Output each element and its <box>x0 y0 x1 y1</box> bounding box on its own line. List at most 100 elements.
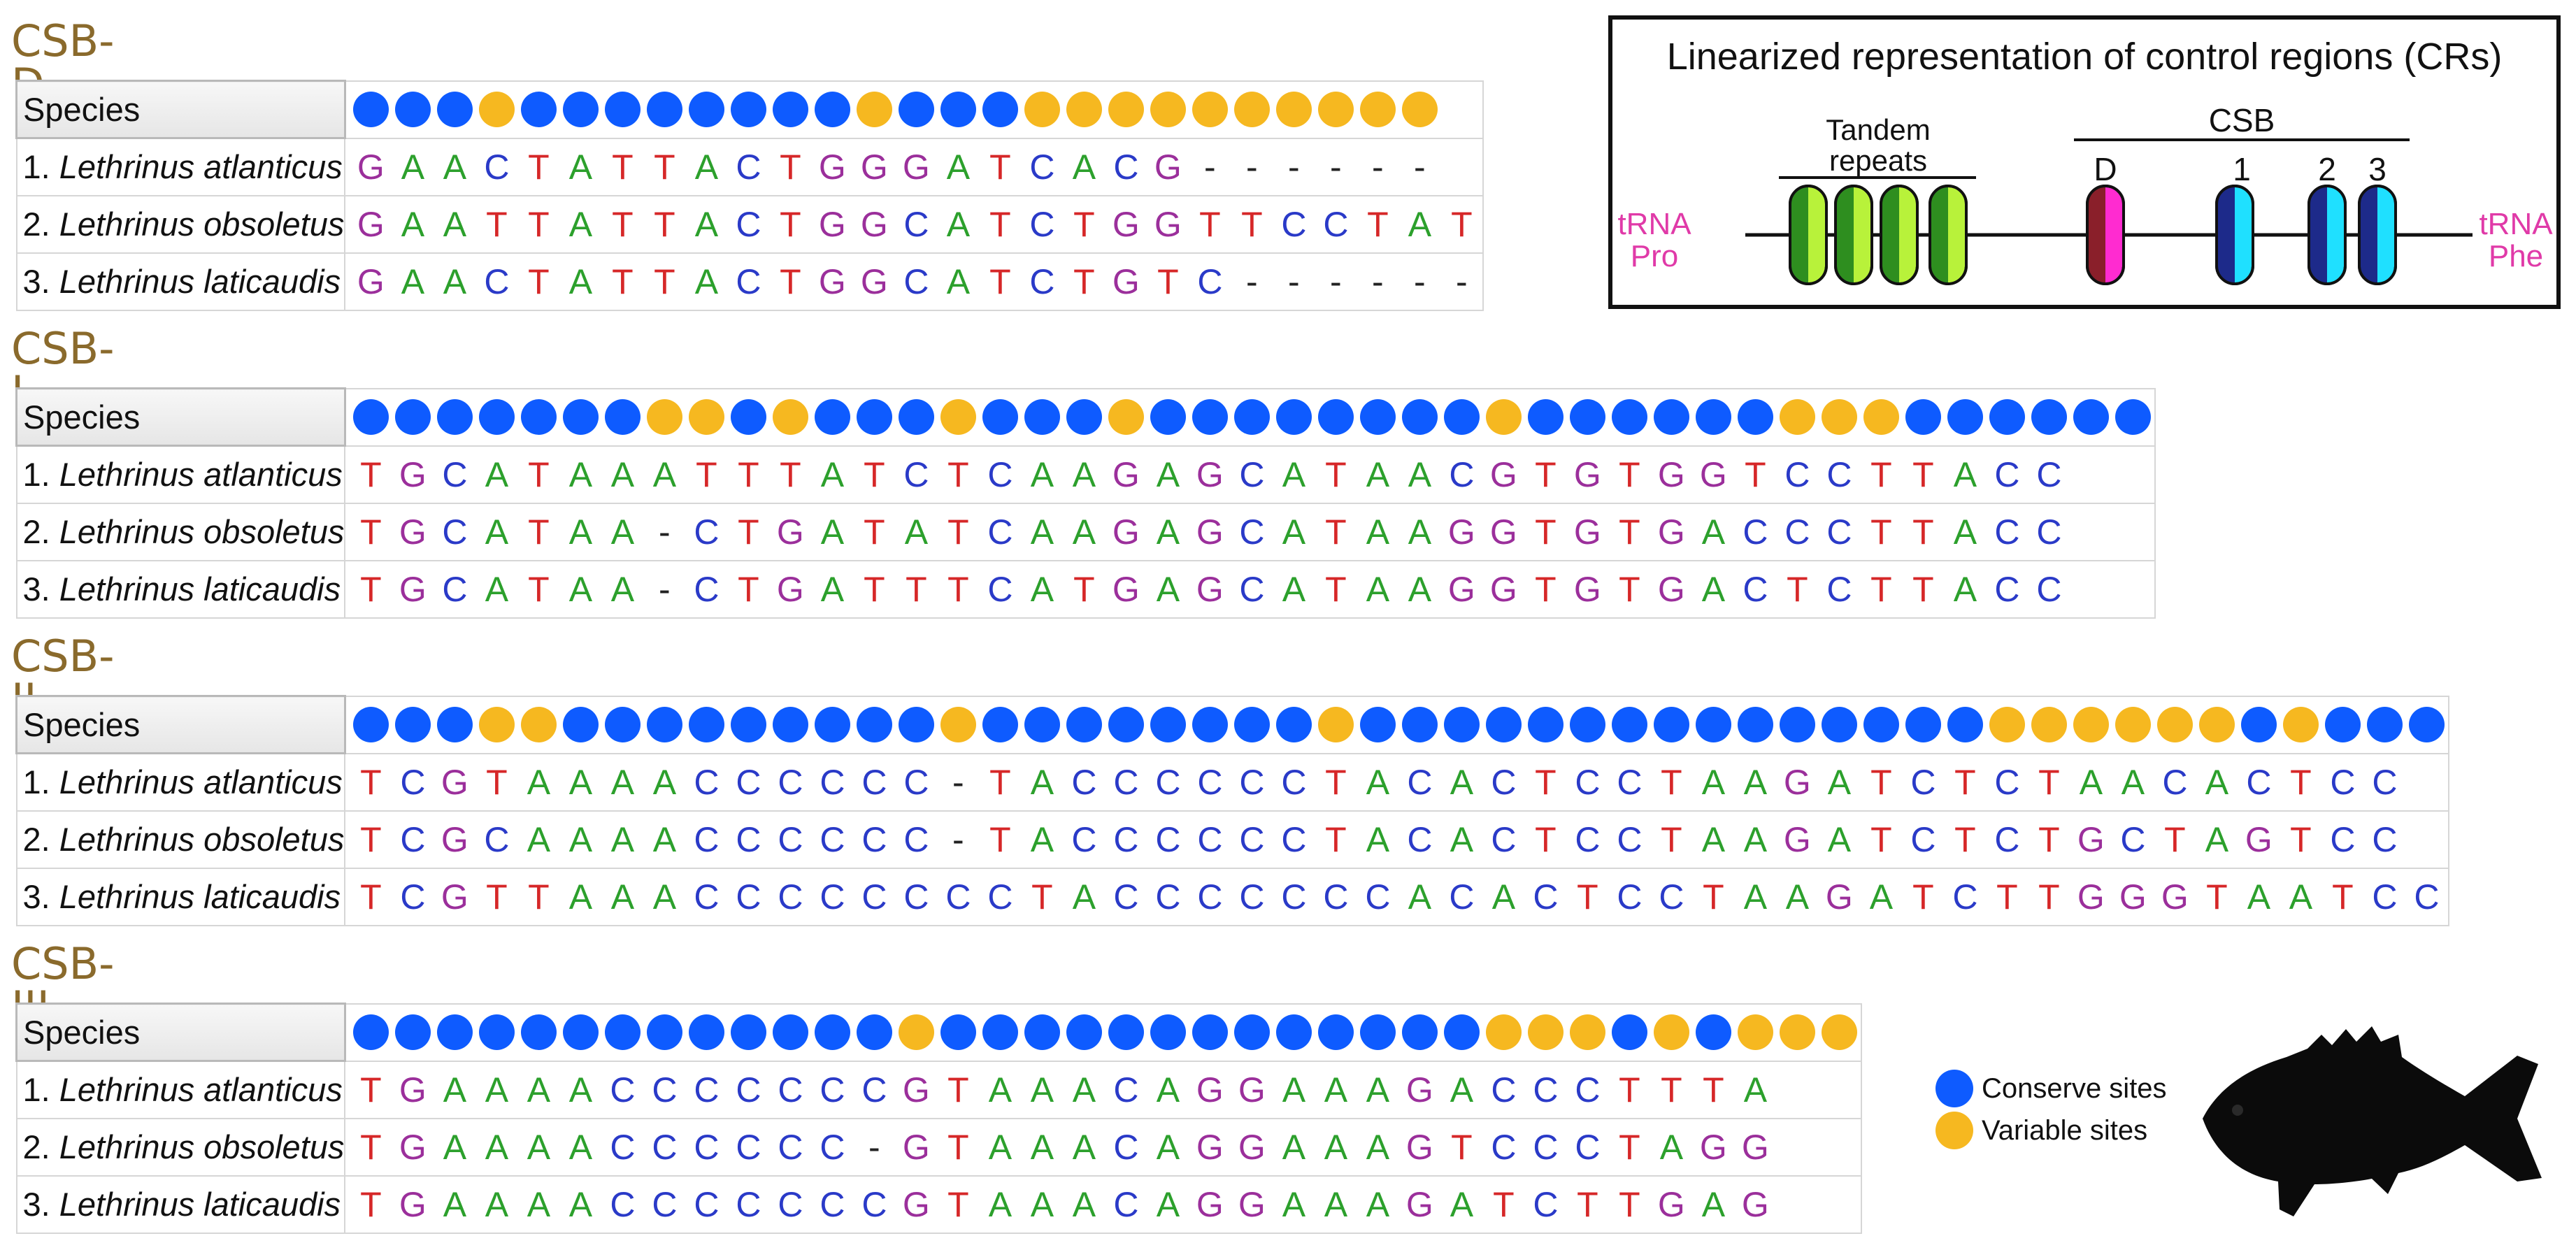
base-A: A <box>820 569 845 609</box>
base-T: T <box>989 204 1011 244</box>
base-C: C <box>1994 512 2020 552</box>
variable-site-dot <box>2115 707 2152 742</box>
conserve-site-dot <box>605 399 641 435</box>
base-T: T <box>780 454 801 494</box>
conserve-site-dot <box>1276 399 1312 435</box>
conserve-site-dot <box>731 707 767 742</box>
variable-site-dot <box>1108 92 1145 127</box>
base-C: C <box>1575 1070 1601 1109</box>
conserve-site-dot <box>899 707 935 742</box>
base-A: A <box>1072 1184 1096 1224</box>
base-A: A <box>1030 454 1054 494</box>
base-C: C <box>1281 819 1307 859</box>
base-A: A <box>1953 569 1977 609</box>
base-A: A <box>1743 762 1768 802</box>
base-C: C <box>903 204 929 244</box>
base-A: A <box>568 1184 593 1224</box>
base-C: C <box>1533 1184 1559 1224</box>
base-T: T <box>1619 512 1640 552</box>
base-C: C <box>1994 569 2020 609</box>
base-T: T <box>1073 204 1095 244</box>
tandem-repeat-capsule <box>1834 185 1873 285</box>
base-T: T <box>1954 819 1976 859</box>
base-A: A <box>527 1184 551 1224</box>
base-T: T <box>1954 762 1976 802</box>
base-C: C <box>2120 819 2146 859</box>
base-G: G <box>1405 1127 1433 1167</box>
base-C: C <box>1449 877 1475 917</box>
conserve-site-dot <box>1528 707 1564 742</box>
base-C: C <box>1491 1070 1517 1109</box>
gap: - <box>1414 261 1426 301</box>
conserve-site-dot <box>1150 399 1187 435</box>
base-G: G <box>776 512 804 552</box>
variable-site-dot <box>1989 707 2026 742</box>
base-C: C <box>1323 877 1349 917</box>
conserve-site-dot <box>982 1014 1019 1050</box>
conserve-site-dot <box>647 707 683 742</box>
base-C: C <box>778 762 803 802</box>
base-C: C <box>2372 762 2398 802</box>
variable-site-dot <box>1822 1014 1858 1050</box>
base-G: G <box>399 454 427 494</box>
base-A: A <box>1408 454 1432 494</box>
base-A: A <box>568 1127 593 1167</box>
base-A: A <box>610 512 635 552</box>
conserve-site-dot <box>437 707 473 742</box>
conserve-site-dot <box>1066 399 1103 435</box>
base-G: G <box>357 261 385 301</box>
base-A: A <box>401 147 425 187</box>
base-C: C <box>2036 512 2062 552</box>
variable-site-dot <box>2031 707 2068 742</box>
base-T: T <box>528 569 550 609</box>
base-A: A <box>1072 877 1096 917</box>
conserve-site-dot <box>563 399 599 435</box>
conserve-site-dot <box>1024 399 1061 435</box>
conserve-site-dot <box>1150 1014 1187 1050</box>
base-A: A <box>1366 1184 1390 1224</box>
base-C: C <box>903 261 929 301</box>
gap: - <box>1288 147 1300 187</box>
base-T: T <box>1745 454 1766 494</box>
base-A: A <box>1701 569 1726 609</box>
base-A: A <box>1366 569 1390 609</box>
conserve-site-dot <box>1444 399 1480 435</box>
base-T: T <box>1241 204 1263 244</box>
conserve-site-dot <box>563 92 599 127</box>
variable-site-dot <box>479 92 515 127</box>
conserve-site-dot <box>1402 707 1438 742</box>
gap: - <box>868 1127 880 1167</box>
conserve-site-dot <box>563 707 599 742</box>
base-C: C <box>442 454 468 494</box>
base-A: A <box>1030 569 1054 609</box>
base-A: A <box>1450 819 1474 859</box>
conserve-site-dot <box>1612 1014 1648 1050</box>
base-A: A <box>610 454 635 494</box>
base-A: A <box>1450 1184 1474 1224</box>
base-C: C <box>1281 204 1307 244</box>
base-A: A <box>610 569 635 609</box>
base-C: C <box>736 261 761 301</box>
base-C: C <box>987 512 1013 552</box>
base-T: T <box>1912 454 1934 494</box>
gap: - <box>1330 261 1342 301</box>
base-G: G <box>399 1184 427 1224</box>
conserve-site-dot <box>1570 399 1606 435</box>
base-A: A <box>1366 762 1390 802</box>
base-T: T <box>1870 762 1892 802</box>
variable-site-dot <box>1863 399 1900 435</box>
base-C: C <box>1449 454 1475 494</box>
base-A: A <box>1156 454 1180 494</box>
base-A: A <box>2205 762 2229 802</box>
base-T: T <box>2164 819 2186 859</box>
conserve-site-dot <box>395 1014 431 1050</box>
base-A: A <box>401 261 425 301</box>
base-C: C <box>1826 569 1852 609</box>
conserve-site-dot <box>1234 707 1271 742</box>
base-C: C <box>484 147 510 187</box>
base-T: T <box>1619 1070 1640 1109</box>
base-C: C <box>1491 762 1517 802</box>
base-A: A <box>1701 1184 1726 1224</box>
base-T: T <box>1870 569 1892 609</box>
